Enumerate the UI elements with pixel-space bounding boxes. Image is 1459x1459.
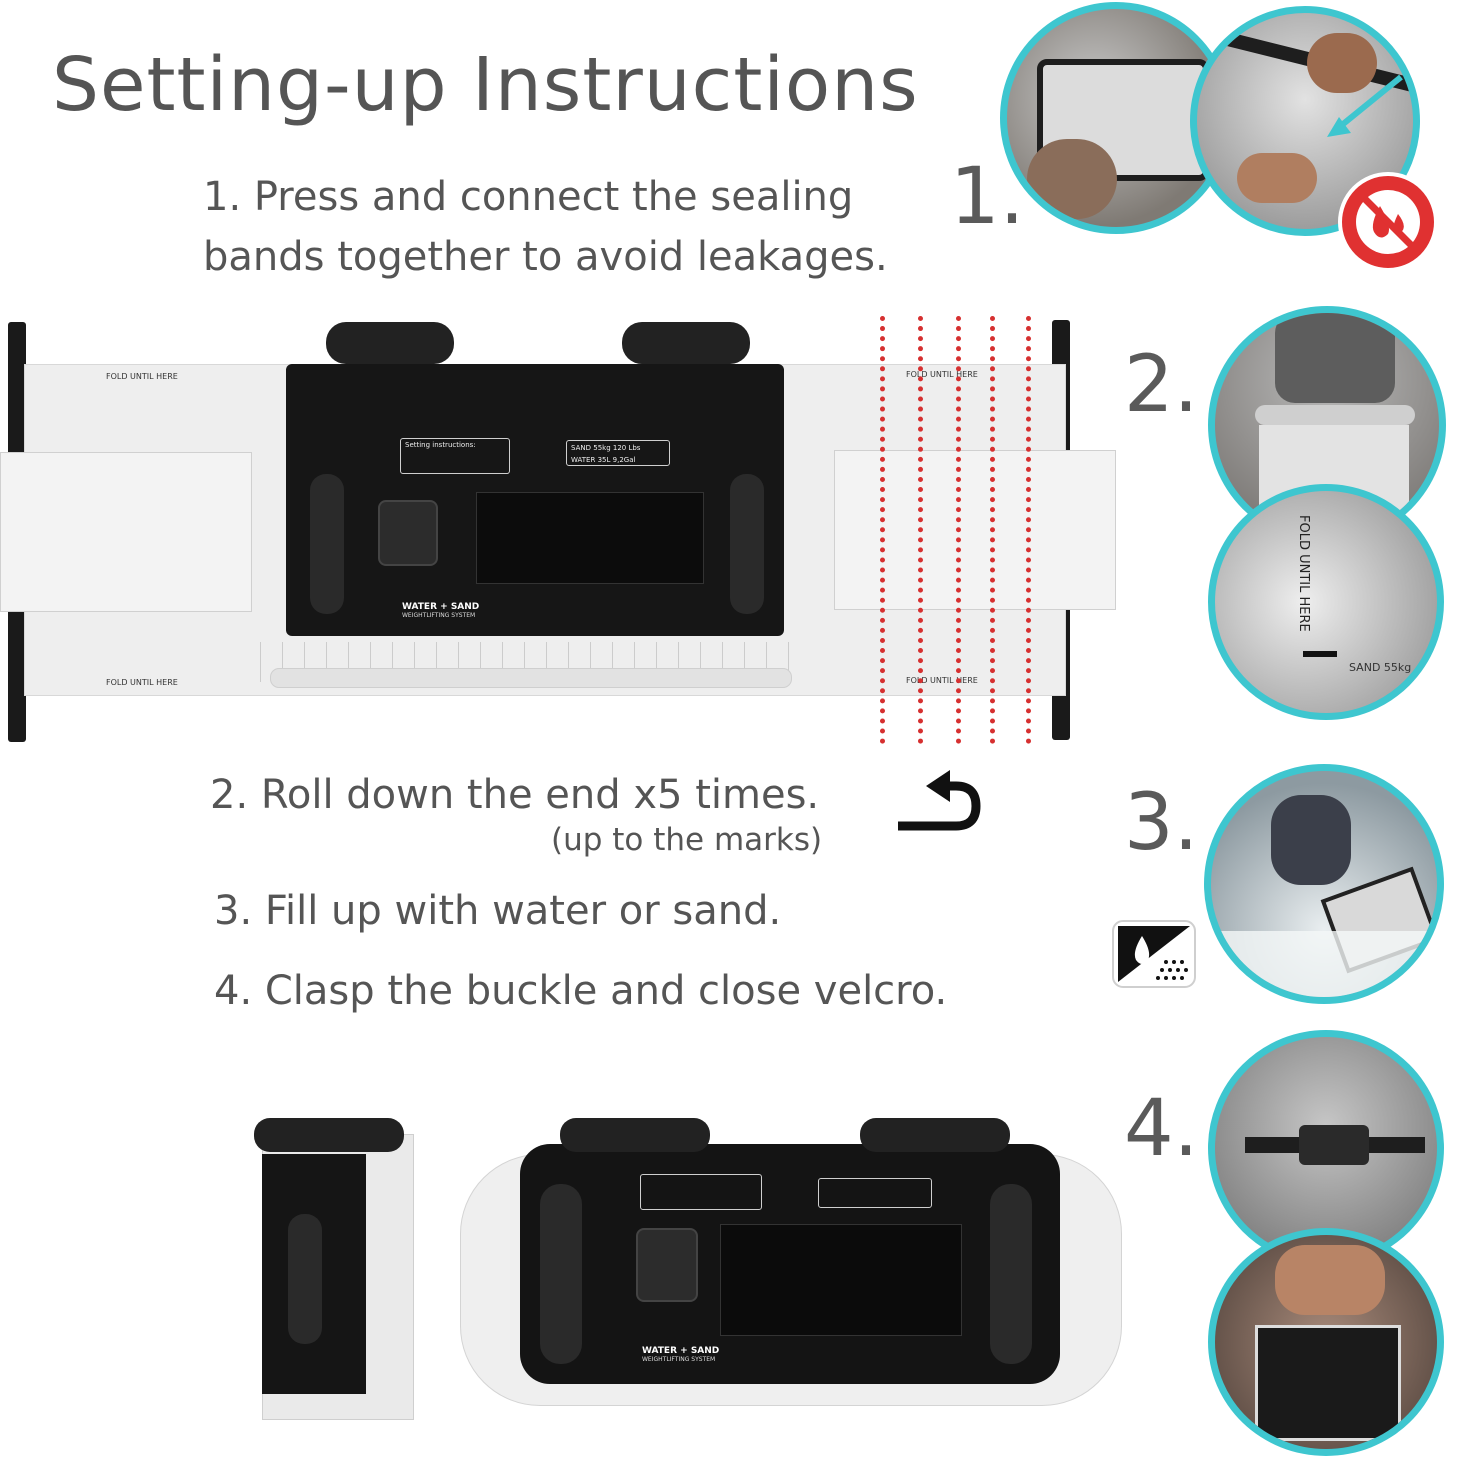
side-handle-left <box>310 474 344 614</box>
capacity-label: SAND 55kg 120 Lbs WATER 35L 9,2Gal <box>566 440 670 466</box>
step-number-4: 4. <box>1124 1084 1199 1174</box>
fold-mark-bar <box>1303 651 1337 657</box>
fold-mark-line-2 <box>918 316 923 744</box>
step-3-text: 3. Fill up with water or sand. <box>214 888 782 934</box>
front-capacity-label <box>818 1178 932 1208</box>
left-flap <box>0 452 252 612</box>
front-side-handle-right <box>990 1184 1032 1364</box>
front-hand-strap <box>636 1228 698 1302</box>
side-handle-right <box>730 474 764 614</box>
fold-mark-line-1 <box>880 316 885 744</box>
water-splash <box>1211 931 1437 997</box>
step-2-photo-a <box>1208 306 1446 544</box>
fold-mark-line-3 <box>956 316 961 744</box>
finger <box>1307 33 1377 93</box>
hand <box>1275 1245 1385 1315</box>
step-1-line-1: 1. Press and connect the sealing <box>203 174 854 220</box>
man-crouching <box>1271 795 1351 885</box>
water-gal: 9,2Gal <box>612 456 636 464</box>
step-4-photo-b <box>1208 1228 1444 1456</box>
water-l: 35L <box>597 456 611 464</box>
instructions-heading: Setting instructions: <box>405 441 476 449</box>
water-sand-icon <box>1112 920 1196 988</box>
person-torso <box>1275 313 1395 403</box>
rolled-bag-top <box>1255 405 1415 425</box>
sand-label: SAND <box>571 444 591 452</box>
side-bag-top-handle <box>254 1118 404 1152</box>
front-velcro <box>720 1224 962 1336</box>
step-number-2: 2. <box>1124 340 1199 430</box>
step-2-subtext: (up to the marks) <box>551 822 823 858</box>
top-handle-right <box>622 322 750 364</box>
thumb <box>1237 153 1317 203</box>
velcro-closing <box>1255 1325 1401 1441</box>
ruler-band <box>270 668 792 688</box>
fold-mark-line-5 <box>1026 316 1031 744</box>
page-title: Setting-up Instructions <box>52 42 919 128</box>
fold-label-bottom-right: FOLD UNTIL HERE <box>906 676 978 685</box>
front-brand-line-2: WEIGHTLIFTING SYSTEM <box>642 1356 716 1363</box>
step-4-text: 4. Clasp the buckle and close velcro. <box>214 968 948 1014</box>
rolled-bag-front-view: WATER + SAND WEIGHTLIFTING SYSTEM <box>460 1114 1124 1414</box>
front-top-handle-right <box>860 1118 1010 1152</box>
top-handle-left <box>326 322 454 364</box>
side-bag-handle <box>288 1214 322 1344</box>
sand-55-label: SAND 55kg <box>1349 661 1412 674</box>
step-4-photo-a <box>1208 1030 1444 1266</box>
step-3-photo <box>1204 764 1444 1004</box>
front-side-handle-left <box>540 1184 582 1364</box>
buckle <box>1299 1125 1369 1165</box>
step-number-3: 3. <box>1124 778 1199 868</box>
instructions-label: Setting instructions: <box>400 438 510 474</box>
brand-line-1: WATER + SAND <box>402 602 480 612</box>
right-flap <box>834 450 1116 610</box>
fold-label-bottom-left: FOLD UNTIL HERE <box>106 678 178 687</box>
brand-line-2: WEIGHTLIFTING SYSTEM <box>402 612 476 619</box>
step-2-text: 2. Roll down the end x5 times. <box>210 772 820 818</box>
rolled-bag-side-view <box>252 1114 414 1426</box>
sand-kg: 55kg <box>593 444 611 452</box>
water-label: WATER <box>571 456 596 464</box>
velcro-patch <box>476 492 704 584</box>
no-leak-icon <box>1338 172 1438 272</box>
step-1-line-2: bands together to avoid leakages. <box>203 234 888 280</box>
hand-strap <box>378 500 438 566</box>
fold-label-top-right: FOLD UNTIL HERE <box>906 370 978 379</box>
unrolled-bag-figure: FOLD UNTIL HERE FOLD UNTIL HERE FOLD UNT… <box>0 316 1120 748</box>
front-instructions-label <box>640 1174 762 1210</box>
fold-until-here-label: FOLD UNTIL HERE <box>1296 515 1311 632</box>
fold-label-top-left: FOLD UNTIL HERE <box>106 372 178 381</box>
tattooed-arm <box>1027 139 1117 219</box>
arrow-icon <box>1327 74 1403 137</box>
front-top-handle-left <box>560 1118 710 1152</box>
step-2-photo-b: FOLD UNTIL HERE SAND 55kg <box>1208 484 1444 720</box>
sand-lbs: 120 Lbs <box>612 444 641 452</box>
roll-arrow-icon <box>898 770 981 831</box>
front-brand-line-1: WATER + SAND <box>642 1346 720 1356</box>
fold-mark-line-4 <box>990 316 995 744</box>
